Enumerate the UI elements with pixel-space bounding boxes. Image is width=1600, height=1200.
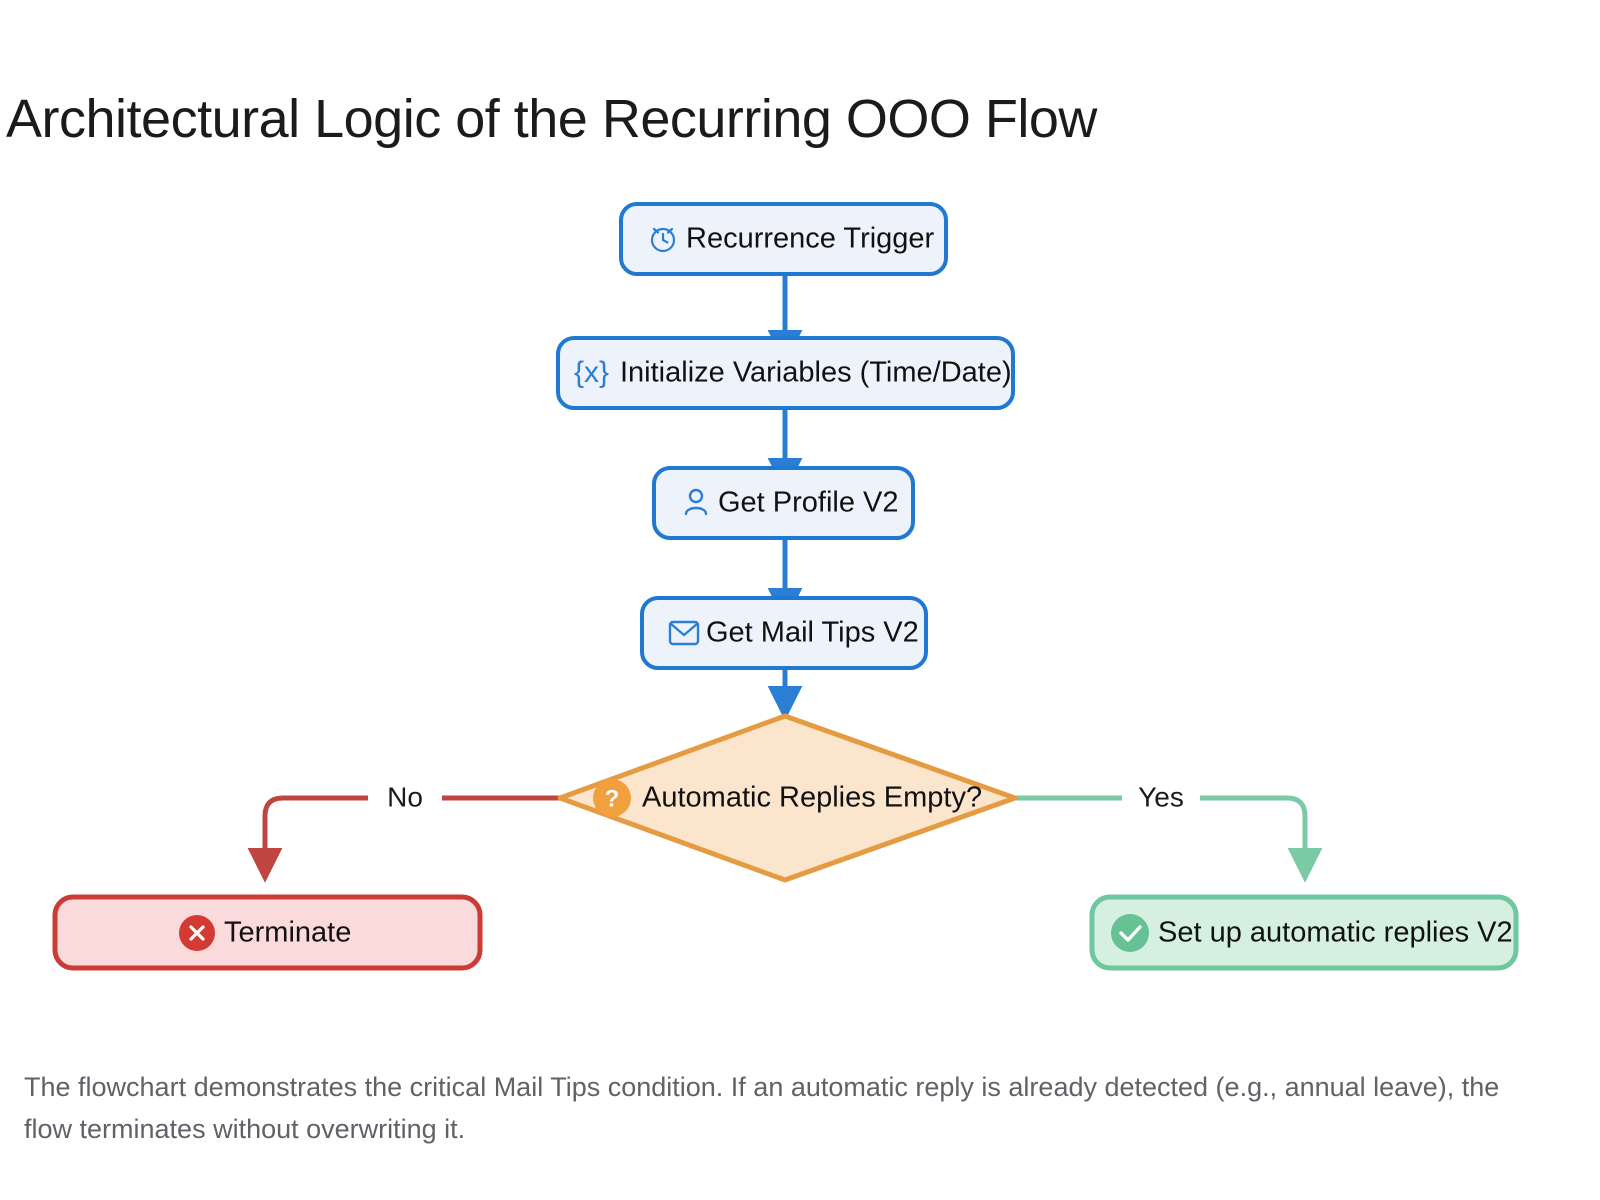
node-automatic-replies-empty-shape[interactable]	[557, 713, 1018, 883]
edge-label-no-backdrop	[368, 780, 442, 816]
edge-decision-no-to-terminate	[247, 795, 560, 883]
edge-label-yes-backdrop	[1122, 780, 1200, 816]
edge-layer: No Yes	[247, 274, 1323, 883]
node-recurrence-trigger-shape[interactable]	[619, 202, 948, 276]
node-get-mail-tips-v2[interactable]: Get Mail Tips V2	[640, 596, 928, 670]
edge-decision-yes-to-setup	[1015, 795, 1323, 883]
node-get-profile-v2-shape[interactable]	[652, 466, 915, 540]
edge-label-no: No	[387, 781, 423, 812]
figure-caption: The flowchart demonstrates the critical …	[24, 1072, 1500, 1144]
node-set-up-automatic-replies-v2-shape[interactable]	[1089, 894, 1519, 971]
error-x-badge-icon	[179, 915, 215, 951]
alarm-clock-icon	[650, 227, 676, 253]
node-set-up-automatic-replies-v2[interactable]: Set up automatic replies V2	[1089, 894, 1519, 971]
node-get-mail-tips-v2-shape[interactable]	[640, 596, 928, 670]
node-terminate-label: Terminate	[224, 917, 351, 949]
node-initialize-variables[interactable]: {x} Initialize Variables (Time/Date)	[556, 336, 1015, 410]
variable-braces-icon: {x}	[574, 356, 609, 389]
node-automatic-replies-empty-label: Automatic Replies Empty?	[642, 782, 982, 814]
envelope-icon	[668, 620, 700, 646]
node-terminate-shape[interactable]	[52, 894, 483, 971]
question-badge-icon: ?	[593, 779, 631, 817]
svg-text:?: ?	[605, 786, 620, 813]
node-get-mail-tips-v2-label: Get Mail Tips V2	[706, 617, 919, 649]
check-badge-icon	[1111, 914, 1149, 952]
node-get-profile-v2[interactable]: Get Profile V2	[652, 466, 915, 540]
page-title: Architectural Logic of the Recurring OOO…	[6, 89, 1097, 150]
node-get-profile-v2-label: Get Profile V2	[718, 487, 899, 519]
node-set-up-automatic-replies-v2-label: Set up automatic replies V2	[1158, 917, 1513, 949]
node-recurrence-trigger-label: Recurrence Trigger	[686, 223, 935, 255]
edge-label-yes: Yes	[1138, 781, 1184, 812]
node-recurrence-trigger[interactable]: Recurrence Trigger	[619, 202, 948, 276]
flowchart-canvas: No Yes Recurrence Trigger {x} Init	[52, 202, 1519, 971]
node-initialize-variables-shape[interactable]	[556, 336, 1015, 410]
node-automatic-replies-empty[interactable]: ? Automatic Replies Empty?	[557, 713, 1018, 883]
node-terminate[interactable]: Terminate	[52, 894, 483, 971]
person-icon	[684, 488, 708, 516]
flowchart-figure: No Yes Recurrence Trigger {x} Init	[0, 160, 1600, 1010]
node-initialize-variables-label: Initialize Variables (Time/Date)	[620, 357, 1012, 389]
